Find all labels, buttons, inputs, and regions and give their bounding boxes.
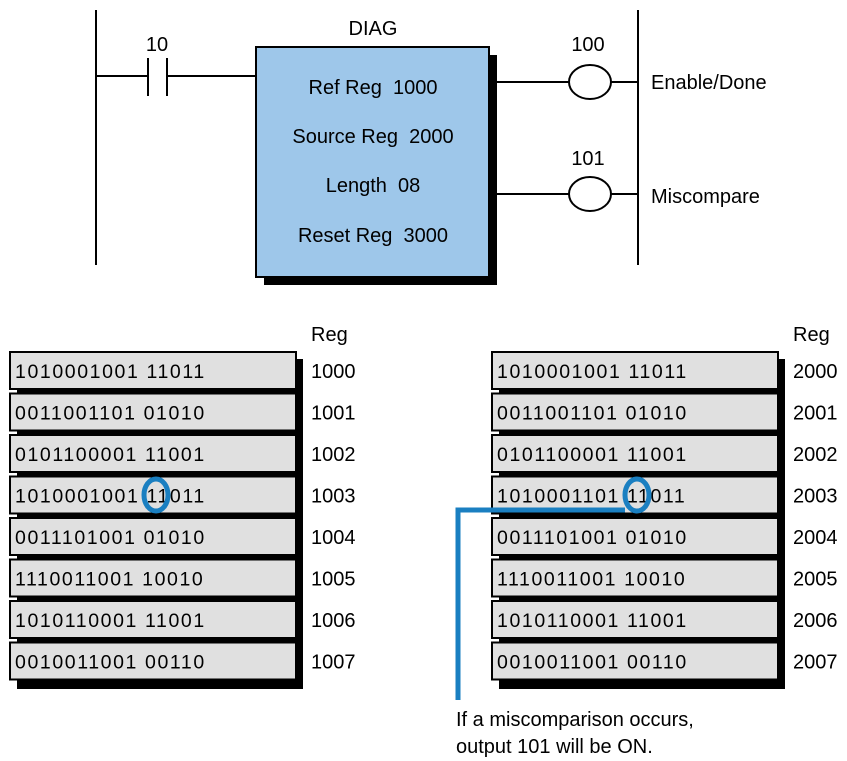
ref-register-number: 1001: [311, 403, 356, 425]
source-register-bits: 0011101001 01010: [497, 527, 688, 549]
ref-register-row: [9, 600, 297, 639]
source-register-bits: 1110011001 10010: [497, 569, 686, 591]
ref-register-number: 1007: [311, 652, 356, 674]
ref-mismatch-highlight: [141, 476, 171, 514]
source-register-row: [491, 600, 779, 639]
source-register-bits: 0011001101 01010: [497, 403, 688, 425]
source-register-row: [491, 641, 779, 681]
coil-101: [568, 176, 612, 212]
ref-register-table: 1010001001 11011 1000 0011001101 01010 1001…: [9, 351, 356, 689]
source-register-number: 2001: [793, 403, 838, 425]
block-line-source: Source Reg 2000: [292, 126, 453, 148]
block-line-reset: Reset Reg 3000: [298, 225, 448, 247]
block-title: DIAG: [349, 18, 398, 40]
source-register-row: [491, 475, 779, 515]
ref-register-number: 1003: [311, 486, 356, 508]
ref-register-bits: 1010001001 11011: [15, 486, 206, 508]
coil-100: [568, 64, 612, 100]
source-table-header: Reg: [793, 324, 830, 346]
note-line-1: If a miscomparison occurs,: [456, 709, 694, 731]
source-register-row: [491, 351, 779, 390]
ref-register-number: 1002: [311, 444, 356, 466]
ref-register-bits: 0101100001 11001: [15, 444, 206, 466]
ref-register-number: 1000: [311, 361, 356, 383]
source-register-bits: 0101100001 11001: [497, 444, 688, 466]
source-register-number: 2006: [793, 610, 838, 632]
source-register-bits: 0010011001 00110: [497, 652, 688, 674]
ref-register-row: [9, 558, 297, 598]
source-register-table: 1010001001 11011 2000 0011001101 01010 2001…: [491, 351, 838, 689]
ref-register-row: [9, 517, 297, 556]
ref-register-bits: 0011101001 01010: [15, 527, 206, 549]
source-mismatch-highlight: [622, 476, 652, 514]
ref-register-bits: 0011001101 01010: [15, 403, 206, 425]
ref-register-bits: 1010001001 11011: [15, 361, 206, 383]
source-register-bits: 1010001101 11011: [497, 486, 686, 508]
coil-101-number: 101: [571, 148, 604, 170]
coil-100-label: Enable/Done: [651, 72, 767, 94]
ref-register-row: [9, 641, 297, 681]
source-register-number: 2002: [793, 444, 838, 466]
coil-101-label: Miscompare: [651, 186, 760, 208]
mismatch-leader-line: [455, 507, 625, 700]
source-register-number: 2005: [793, 569, 838, 591]
ref-register-row: [9, 475, 297, 515]
diag-block: [255, 46, 490, 278]
source-register-number: 2004: [793, 527, 838, 549]
source-register-number: 2003: [793, 486, 838, 508]
source-register-bits: 1010110001 11001: [497, 610, 688, 632]
ref-register-number: 1005: [311, 569, 356, 591]
ref-register-bits: 1010110001 11001: [15, 610, 206, 632]
source-register-number: 2007: [793, 652, 838, 674]
block-line-length: Length 08: [326, 175, 421, 197]
ref-register-number: 1006: [311, 610, 356, 632]
source-register-number: 2000: [793, 361, 838, 383]
ref-register-bits: 1110011001 10010: [15, 569, 204, 591]
block-line-ref: Ref Reg 1000: [309, 77, 438, 99]
ref-register-row: [9, 434, 297, 473]
ref-register-bits: 0010011001 00110: [15, 652, 206, 674]
ref-register-row: [9, 392, 297, 432]
ref-register-number: 1004: [311, 527, 356, 549]
note-line-2: output 101 will be ON.: [456, 736, 653, 758]
source-register-bits: 1010001001 11011: [497, 361, 688, 383]
contact-label: 10: [146, 34, 168, 56]
source-register-row: [491, 392, 779, 432]
ref-register-row: [9, 351, 297, 390]
source-register-row: [491, 558, 779, 598]
source-register-row: [491, 434, 779, 473]
source-register-row: [491, 517, 779, 556]
coil-100-number: 100: [571, 34, 604, 56]
ref-table-header: Reg: [311, 324, 348, 346]
